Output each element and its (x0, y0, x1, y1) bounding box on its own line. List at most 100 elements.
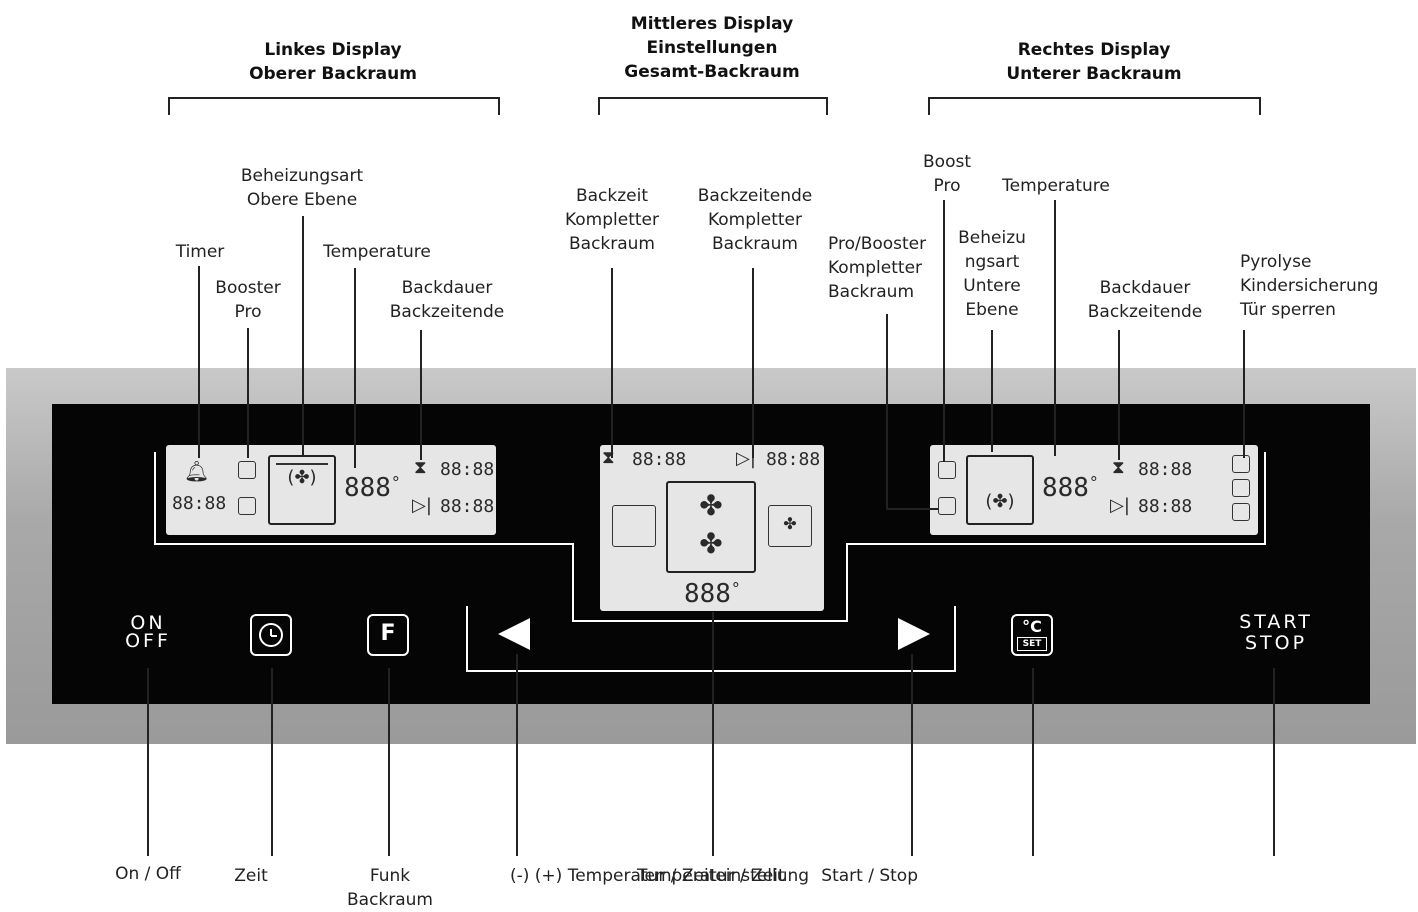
right-time2: 88:88 (1138, 496, 1193, 517)
leader-pyrolysis (1243, 330, 1245, 458)
celsius-label: °C (1022, 617, 1042, 636)
left-arrow-button[interactable] (494, 614, 534, 654)
mode-box-left (612, 505, 656, 547)
booster-icon-left (238, 461, 256, 479)
bell-icon: 🔔︎ (184, 459, 210, 483)
middle-time2: 88:88 (766, 449, 821, 470)
bracket-right (928, 97, 1261, 115)
clock-hand (271, 635, 277, 637)
right-temp: 888° (1042, 473, 1099, 503)
heating-lower-icon: (✤) (966, 455, 1034, 525)
leader-temperature-right (1054, 200, 1056, 456)
booster-pro-icon-left (238, 497, 256, 515)
pyrolysis-icon (1232, 455, 1250, 473)
leader-booster-left (247, 328, 249, 458)
middle-time1: 88:88 (632, 449, 687, 470)
set-label: SET (1017, 637, 1047, 651)
panel-outline (572, 620, 848, 622)
left-clock: 88:88 (172, 493, 227, 514)
fan-icon: ✤ (699, 489, 723, 522)
mode-box-right: ✤ (768, 505, 812, 547)
temp-set-button[interactable]: °C SET (1011, 614, 1053, 656)
fan-icon: ✤ (783, 514, 797, 533)
panel-outline (154, 543, 572, 545)
leader-start-stop (1273, 668, 1275, 856)
end-time-icon: ▷| (412, 495, 432, 516)
leader-duration-right (1118, 330, 1120, 460)
leader-temp-zeit (712, 612, 714, 856)
clock-icon (259, 623, 283, 647)
leader-on-off (147, 668, 149, 856)
middle-display: ⧗ 88:88 ▷| 88:88 ✤ ✤ ✤ 888° (600, 445, 824, 611)
leader-funk (388, 668, 390, 856)
left-arrow-icon (498, 618, 530, 650)
right-display: (✤) 888° ⧗ 88:88 ▷| 88:88 (930, 445, 1258, 535)
left-display: 🔔︎ 88:88 (✤) 888° ⧗ 88:88 ▷| 88:88 (166, 445, 496, 535)
right-arrow-icon (898, 618, 930, 650)
leader-timer (198, 266, 200, 458)
middle-temp: 888° (684, 579, 741, 609)
fan-icon: (✤) (985, 491, 1015, 512)
heat-line (276, 463, 328, 465)
right-arrow-button[interactable] (894, 614, 934, 654)
left-time1: 88:88 (440, 459, 495, 480)
panel-outline (846, 543, 1266, 545)
label-on-off: On / Off (115, 864, 181, 884)
booster-icon-right (938, 461, 956, 479)
panel-outline (1264, 452, 1266, 545)
leader-right-arrow (911, 654, 913, 856)
label-temperature-left: Temperature (323, 242, 431, 262)
hourglass-icon: ⧗ (1112, 457, 1125, 478)
leader-heating-upper (302, 216, 304, 456)
booster-pro-icon-right (938, 497, 956, 515)
leader-backzeit (611, 268, 613, 458)
left-time2: 88:88 (440, 496, 495, 517)
leader-zeit (271, 668, 273, 856)
label-start-stop: Start / Stop (821, 866, 918, 886)
door-lock-icon (1232, 503, 1250, 521)
arrows-outline (466, 606, 468, 672)
leader-temperature-left (354, 268, 356, 468)
function-letter: F (380, 621, 396, 646)
leader-duration-left (420, 330, 422, 460)
leader-heating-lower (991, 330, 993, 452)
arrows-outline (954, 606, 956, 672)
clock-button[interactable] (250, 614, 292, 656)
arrows-outline (466, 670, 956, 672)
bracket-left (168, 97, 500, 115)
leader-backzeitende (752, 268, 754, 458)
panel-outline (846, 543, 848, 622)
label-temp-zeit: Temperatur / Zeit (637, 866, 785, 886)
end-time-icon: ▷| (736, 448, 756, 469)
heating-upper-icon: (✤) (268, 455, 336, 525)
function-button[interactable]: F (367, 614, 409, 656)
right-time1: 88:88 (1138, 459, 1193, 480)
clock-hand (270, 629, 272, 636)
total-heating-icon: ✤ ✤ (666, 481, 756, 573)
child-lock-icon (1232, 479, 1250, 497)
leader-boost-pro (943, 200, 945, 462)
end-time-icon: ▷| (1110, 495, 1130, 516)
bracket-middle (598, 97, 828, 115)
label-minus-plus: (-) (+) Temperatur / Zeiteinstellung (510, 866, 810, 886)
panel-outline (154, 452, 156, 544)
leader-minus-plus (516, 654, 518, 856)
hourglass-icon: ⧗ (414, 457, 427, 478)
label-timer: Timer (175, 242, 225, 262)
